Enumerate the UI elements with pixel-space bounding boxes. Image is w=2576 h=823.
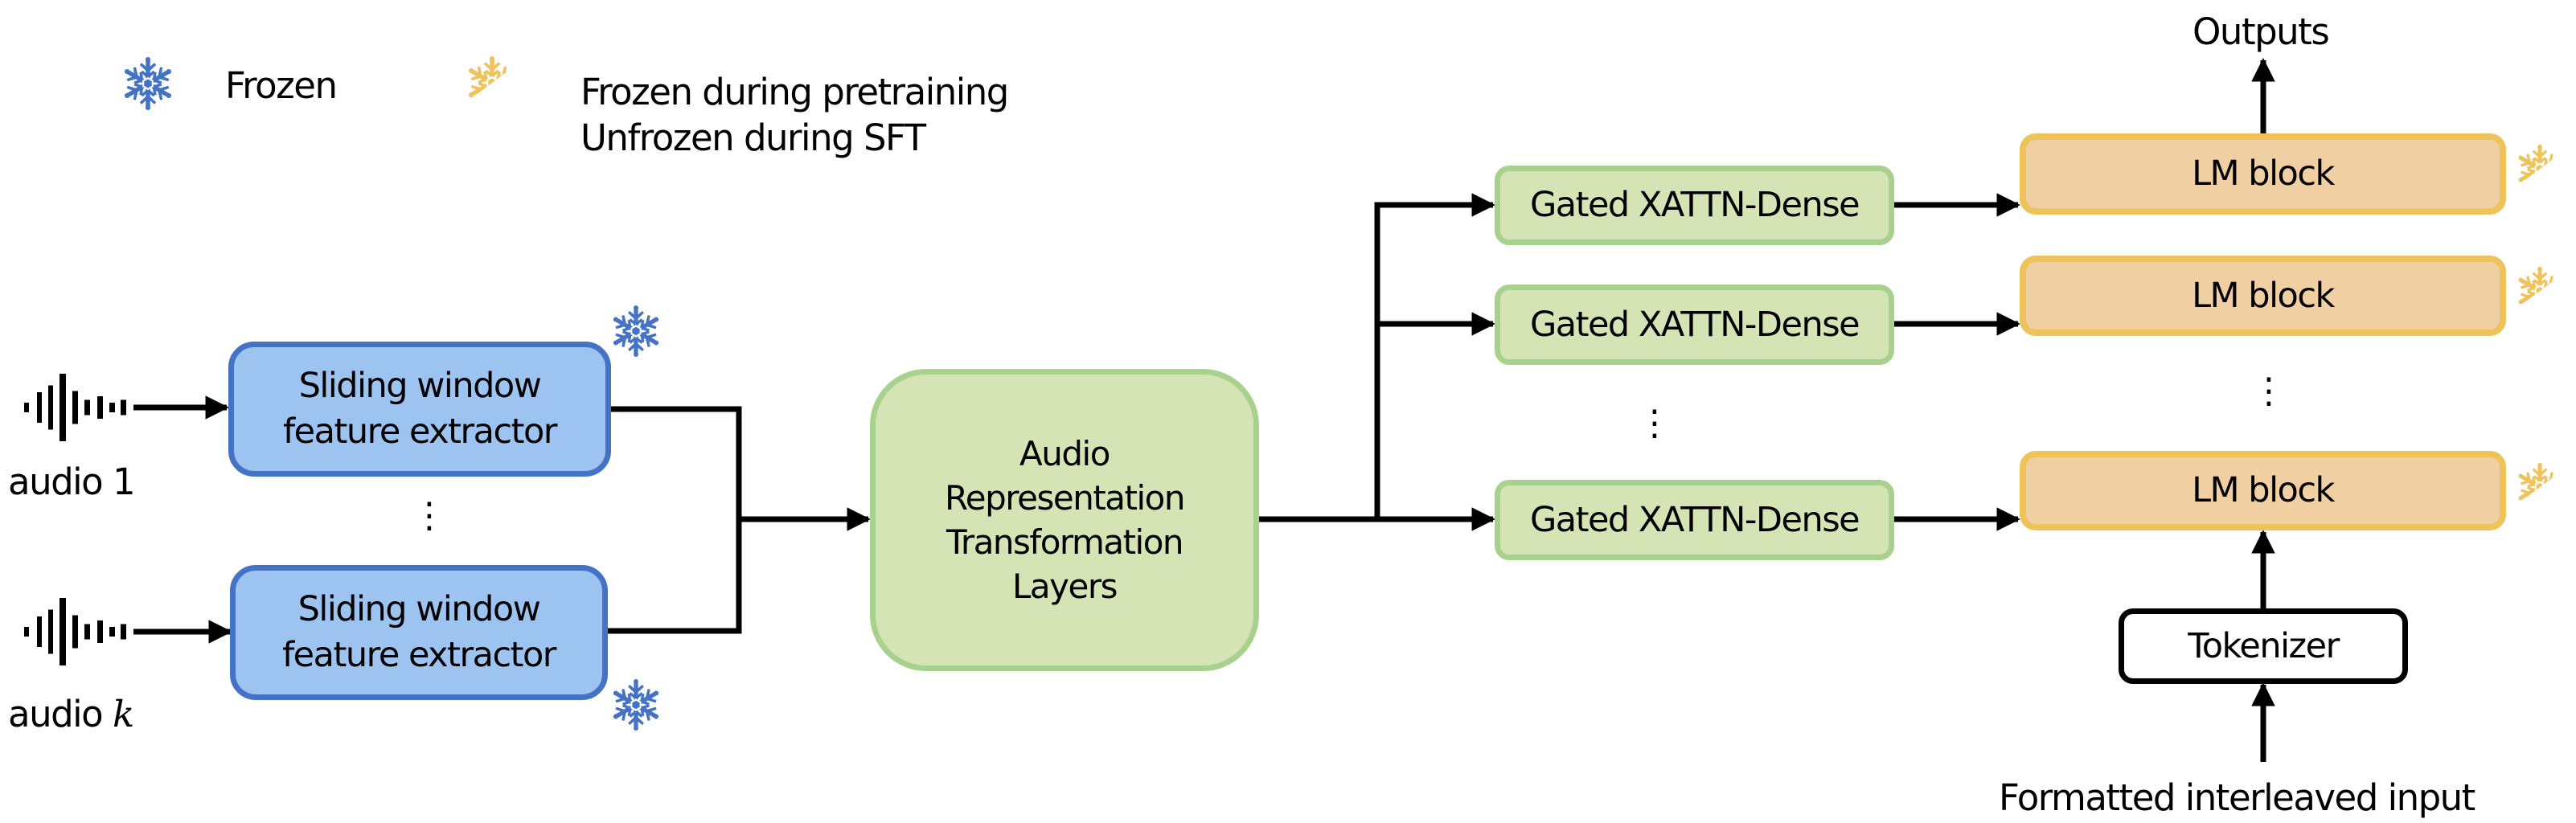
legend-partial-line1: Frozen during pretraining bbox=[580, 71, 1009, 113]
branch-line bbox=[1374, 202, 1380, 519]
half-snowflake-icon bbox=[2515, 461, 2565, 513]
waveform-bar bbox=[48, 385, 53, 430]
lm-block-3[interactable]: LM block bbox=[2020, 451, 2506, 530]
waveform-bar bbox=[59, 374, 66, 441]
extractor-ellipsis: ⋮ bbox=[412, 495, 447, 536]
lm-block-1[interactable]: LM block bbox=[2020, 133, 2506, 215]
waveform-bar bbox=[84, 399, 90, 416]
waveform-icon-1 bbox=[24, 374, 126, 441]
legend-partial-line2: Unfrozen during SFT bbox=[580, 117, 926, 159]
waveform-bar bbox=[109, 403, 115, 412]
extractor-line2: feature extractor bbox=[282, 635, 556, 675]
merge-line bbox=[606, 406, 742, 634]
lm-block-2[interactable]: LM block bbox=[2020, 256, 2506, 336]
waveform-bar bbox=[37, 616, 42, 647]
gated-xattn-dense-1[interactable]: Gated XATTN-Dense bbox=[1495, 166, 1894, 245]
audio-representation-transformation-layers[interactable]: Audio Representation Transformation Laye… bbox=[870, 369, 1259, 671]
feature-extractor-k[interactable]: Sliding window feature extractor bbox=[230, 565, 608, 700]
waveform-icon-k bbox=[24, 598, 126, 665]
audio-1-label: audio 1 bbox=[8, 461, 136, 503]
waveform-bar bbox=[72, 615, 78, 649]
waveform-bar bbox=[121, 624, 126, 640]
half-snowflake-icon bbox=[2515, 265, 2565, 317]
waveform-bar bbox=[109, 627, 115, 637]
extractor-line2: feature extractor bbox=[283, 412, 557, 452]
tokenizer[interactable]: Tokenizer bbox=[2119, 608, 2408, 684]
waveform-bar bbox=[97, 620, 103, 643]
waveform-bar bbox=[84, 624, 90, 640]
legend-frozen-label: Frozen bbox=[225, 64, 338, 107]
outputs-label: Outputs bbox=[2192, 10, 2330, 53]
snowflake-icon bbox=[609, 678, 662, 732]
gated-xattn-dense-3[interactable]: Gated XATTN-Dense bbox=[1495, 480, 1894, 560]
extractor-line1: Sliding window bbox=[297, 589, 541, 629]
feature-extractor-1[interactable]: Sliding window feature extractor bbox=[228, 342, 611, 477]
snowflake-icon bbox=[121, 55, 175, 112]
gated-xattn-dense-2[interactable]: Gated XATTN-Dense bbox=[1495, 285, 1894, 365]
xattn-ellipsis: ⋮ bbox=[1637, 403, 1672, 444]
half-snowflake-icon bbox=[465, 55, 519, 111]
audio-k-label: audio k bbox=[8, 693, 134, 735]
waveform-bar bbox=[72, 391, 78, 424]
extractor-line1: Sliding window bbox=[298, 366, 542, 406]
waveform-bar bbox=[37, 392, 42, 423]
formatted-input-label: Formatted interleaved input bbox=[1999, 776, 2476, 819]
waveform-bar bbox=[121, 399, 126, 416]
snowflake-icon bbox=[609, 304, 662, 358]
waveform-bar bbox=[97, 396, 103, 419]
waveform-bar bbox=[48, 609, 53, 654]
lm-ellipsis: ⋮ bbox=[2251, 371, 2287, 412]
half-snowflake-icon bbox=[2515, 143, 2565, 194]
waveform-bar bbox=[59, 598, 66, 665]
waveform-bar bbox=[24, 627, 29, 637]
waveform-bar bbox=[24, 403, 29, 412]
